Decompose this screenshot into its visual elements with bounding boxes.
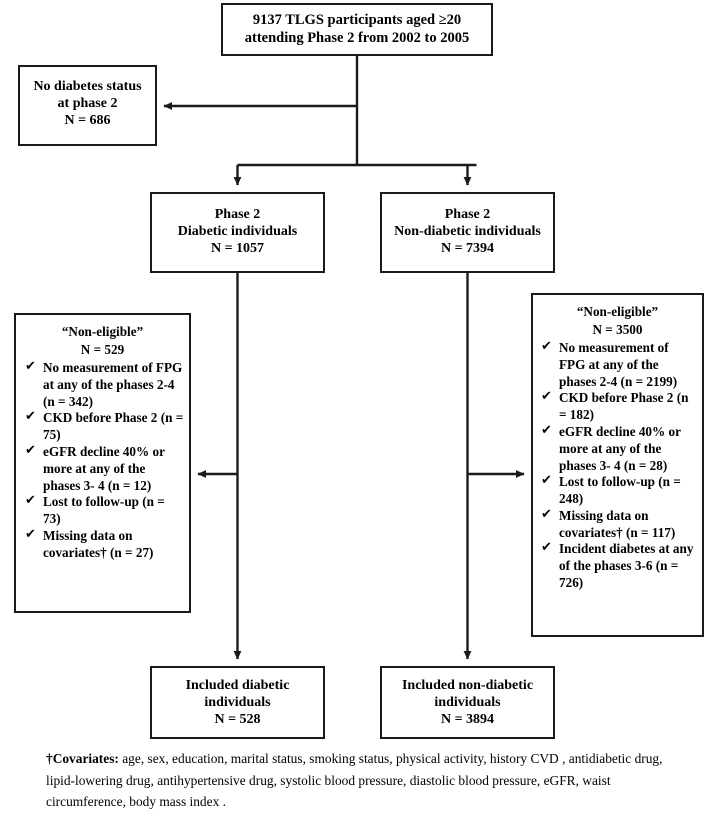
node-noneligible-nondiabetic-count: N = 3500 [592, 322, 643, 338]
node-no-diabetes-status: No diabetes status at phase 2 N = 686 [18, 65, 157, 146]
node-included-nondiabetic-line1: Included non-diabetic [401, 678, 534, 693]
list-item-text: Missing data on covariates† (n = 117) [559, 507, 676, 540]
check-icon: ✔ [541, 389, 552, 405]
list-item-text: Incident diabetes at any of the phases 3… [559, 541, 694, 590]
list-item: ✔ CKD before Phase 2 (n = 182) [541, 389, 698, 424]
node-phase2-diabetic-line2: Diabetic individuals [177, 224, 298, 240]
node-included-diabetic: Included diabetic individuals N = 528 [150, 666, 325, 739]
list-item-text: Missing data on covariates† (n = 27) [43, 527, 154, 560]
list-item: ✔ No measurement of FPG at any of the pha… [541, 339, 698, 390]
node-total-participants-line1: 9137 TLGS participants aged ≥20 [252, 12, 462, 28]
list-item: ✔ No measurement of FPG at any of the pha… [25, 359, 184, 410]
node-phase2-nondiabetic: Phase 2 Non-diabetic individuals N = 739… [380, 192, 555, 273]
node-phase2-nondiabetic-line1: Phase 2 [444, 207, 491, 222]
check-icon: ✔ [541, 540, 552, 556]
list-item-text: Lost to follow-up (n = 73) [43, 494, 165, 527]
node-no-diabetes-status-line1: No diabetes status [33, 79, 142, 94]
footnote-label: †Covariates: [46, 751, 119, 766]
node-included-diabetic-line1: Included diabetic [185, 678, 290, 693]
list-item: ✔ Missing data on covariates† (n = 117) [541, 506, 698, 542]
node-phase2-diabetic: Phase 2 Diabetic individuals N = 1057 [150, 192, 325, 273]
node-no-diabetes-status-line2: at phase 2 [57, 96, 118, 112]
list-item-text: CKD before Phase 2 (n = 182) [559, 390, 689, 423]
node-noneligible-nondiabetic-heading: “Non-eligible” [576, 304, 659, 319]
node-phase2-diabetic-line1: Phase 2 [214, 207, 261, 222]
list-item-text: Lost to follow-up (n = 248) [559, 474, 681, 507]
footnote: †Covariates: age, sex, education, marita… [46, 748, 674, 813]
node-total-participants-line2: attending Phase 2 from 2002 to 2005 [244, 29, 470, 46]
node-included-nondiabetic: Included non-diabetic individuals N = 38… [380, 666, 555, 739]
list-item: ✔ Lost to follow-up (n = 73) [25, 493, 184, 528]
node-included-nondiabetic-count: N = 3894 [440, 712, 495, 728]
node-phase2-nondiabetic-count: N = 7394 [440, 241, 495, 257]
check-icon: ✔ [541, 473, 552, 489]
node-noneligible-diabetic-count: N = 529 [80, 342, 125, 358]
node-included-diabetic-line2: individuals [204, 695, 271, 711]
node-noneligible-diabetic: “Non-eligible” N = 529 ✔ No measurement o… [14, 313, 191, 613]
node-noneligible-diabetic-heading: “Non-eligible” [61, 324, 144, 339]
list-item: ✔ eGFR decline 40% or more at any of the … [541, 423, 698, 474]
noneligible-diabetic-list: ✔ No measurement of FPG at any of the pha… [21, 359, 184, 562]
node-included-nondiabetic-line2: individuals [434, 695, 501, 711]
node-phase2-nondiabetic-line2: Non-diabetic individuals [394, 224, 541, 240]
check-icon: ✔ [25, 409, 36, 425]
list-item: ✔ Lost to follow-up (n = 248) [541, 473, 698, 508]
node-noneligible-nondiabetic: “Non-eligible” N = 3500 ✔ No measurement … [531, 293, 704, 637]
node-no-diabetes-status-count: N = 686 [64, 113, 111, 129]
check-icon: ✔ [25, 493, 36, 509]
check-icon: ✔ [25, 526, 36, 542]
node-phase2-diabetic-count: N = 1057 [210, 241, 265, 257]
list-item-text: No measurement of FPG at any of the phas… [559, 340, 678, 389]
check-icon: ✔ [541, 506, 552, 522]
list-item: ✔ Missing data on covariates† (n = 27) [25, 526, 184, 562]
check-icon: ✔ [25, 359, 36, 375]
list-item-text: No measurement of FPG at any of the phas… [43, 360, 183, 409]
node-included-diabetic-count: N = 528 [214, 712, 261, 728]
footnote-text: age, sex, education, marital status, smo… [46, 751, 663, 810]
node-total-participants: 9137 TLGS participants aged ≥20 attendin… [221, 3, 493, 56]
list-item-text: CKD before Phase 2 (n = 75) [43, 410, 184, 443]
list-item: ✔ eGFR decline 40% or more at any of the … [25, 443, 184, 494]
check-icon: ✔ [541, 423, 552, 439]
list-item: ✔ CKD before Phase 2 (n = 75) [25, 409, 184, 444]
list-item-text: eGFR decline 40% or more at any of the p… [43, 444, 165, 493]
noneligible-nondiabetic-list: ✔ No measurement of FPG at any of the pha… [537, 339, 698, 591]
check-icon: ✔ [25, 443, 36, 459]
list-item: ✔ Incident diabetes at any of the phases … [541, 540, 698, 591]
list-item-text: eGFR decline 40% or more at any of the p… [559, 424, 681, 473]
check-icon: ✔ [541, 339, 552, 355]
